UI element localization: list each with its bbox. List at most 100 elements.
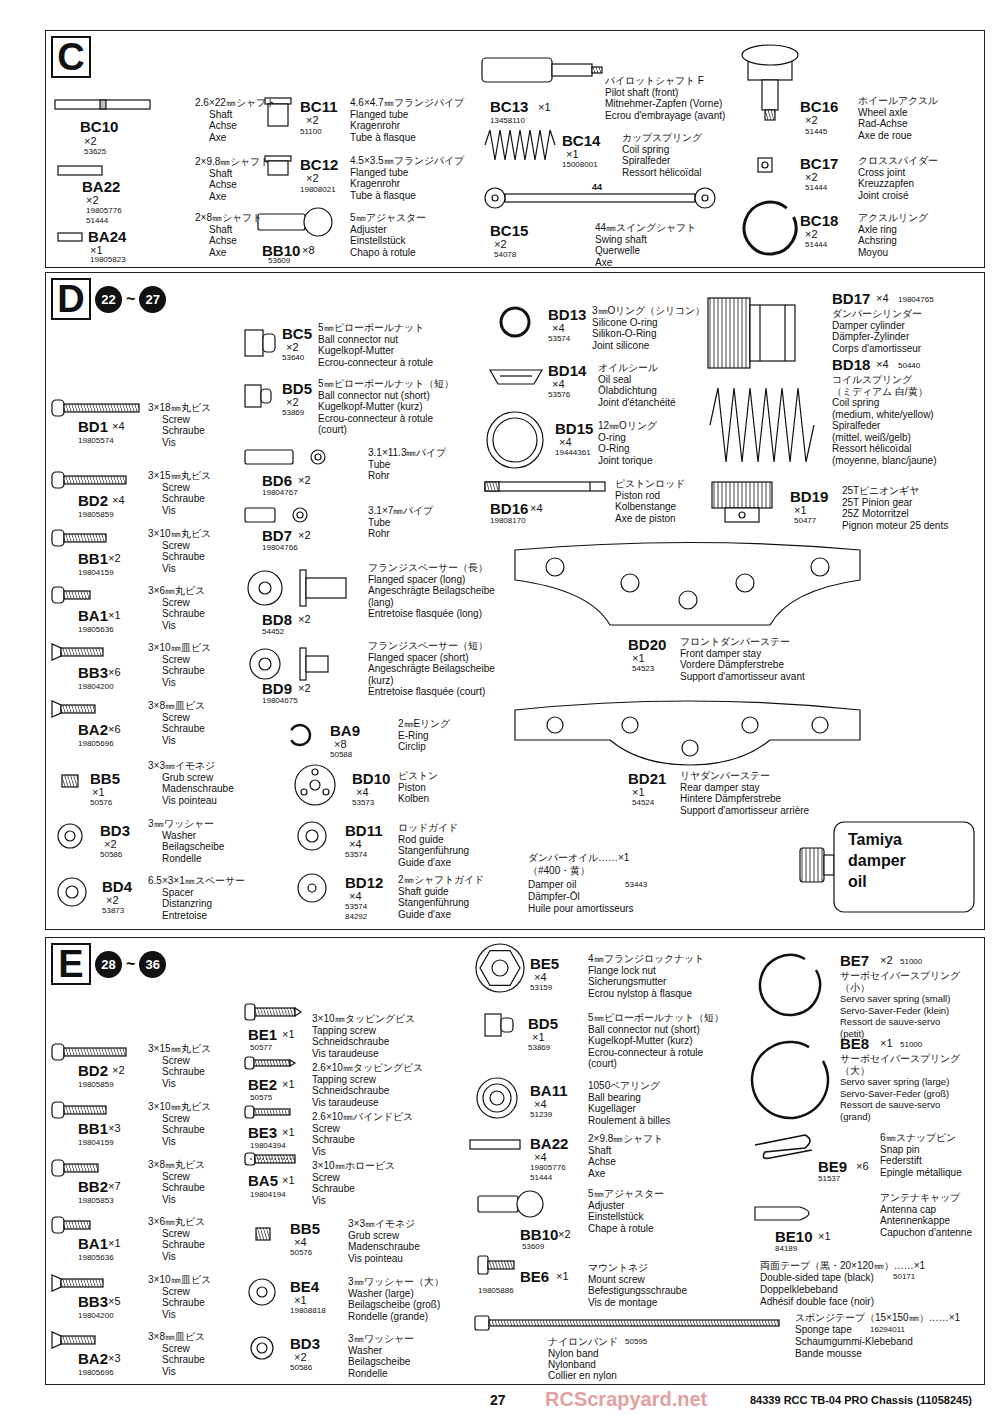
part-description: Axe de roue [858, 130, 1000, 142]
part-number: 19805859 [78, 510, 114, 520]
part-description: Rohr [368, 470, 543, 482]
part-description: クロススパイダー [858, 155, 1000, 167]
bottle-label: Tamiya [848, 830, 902, 849]
part-code: BA22 [82, 178, 120, 195]
quantity: ×2 [558, 1228, 571, 1241]
description-group: ホイールアクスルWheel axleRad-AchseAxe de roue [858, 95, 1000, 141]
description-group: フランジスペーサー（長）Flanged spacer (long)Angesch… [368, 562, 508, 620]
part-code: BC15 [490, 222, 528, 239]
ball-nut-drawing [245, 385, 271, 407]
section-letter: D [51, 278, 91, 320]
damper-stay-drawing [515, 543, 860, 626]
part-description: Vis pointeau [148, 795, 323, 807]
part-description: 5㎜アジャスター [588, 1188, 763, 1200]
part-description: 5㎜アジャスター [350, 212, 525, 224]
part-description: Screw [148, 482, 323, 494]
screw-drawing [52, 1217, 64, 1233]
damper-stay-drawing [515, 701, 860, 765]
part-code: BD6 [262, 472, 292, 489]
tapping-screw-drawing [290, 1060, 295, 1066]
part-number: 19804394 [250, 1141, 286, 1151]
part-number: 13458110 [490, 116, 525, 126]
part-description: ダンパーシリンダー [832, 308, 1000, 320]
part-description: Shaft [195, 109, 370, 121]
part-number: 50575 [250, 1093, 272, 1103]
part-description: 2.6×10㎜タッピングビス [312, 1062, 487, 1074]
part-number: 19805776 [530, 1163, 566, 1173]
quantity: ×2 [286, 396, 299, 409]
part-description: Ball connector nut (short) [318, 390, 493, 402]
quantity: ×2 [805, 114, 818, 127]
grub-screw-drawing [256, 1228, 270, 1240]
part-code: BC16 [800, 98, 838, 115]
description-group: 3×10㎜皿ビスScrewSchraubeVis [148, 1274, 323, 1320]
piston-rod-drawing [485, 482, 499, 491]
part-code: BD21 [628, 770, 666, 787]
o-ring-drawing [487, 412, 543, 468]
description-group: 3㎜Oリング（シリコン）Silicone O-ringSilikon-O-Rin… [592, 305, 767, 351]
part-code: BB2 [78, 1178, 108, 1195]
servo-saver-spring-drawing [752, 1042, 828, 1118]
part-code: BA2 [78, 1350, 108, 1367]
quantity: ×2 [306, 114, 319, 127]
part-description: フランジスペーサー（長） [368, 562, 508, 574]
part-number: 53574 [345, 902, 367, 912]
description-group: オイルシールOil sealÖlabdichtungJoint d'étanch… [598, 362, 773, 408]
quantity: ×4 [534, 971, 547, 984]
part-description: Ball connector nut (short) [588, 1024, 763, 1036]
part-description: Distanzring [148, 898, 323, 910]
screw-drawing [64, 1164, 98, 1172]
flanged-spacer-drawing [306, 578, 346, 598]
description-group: 5㎜ピローボールナット（短）Ball connector nut (short)… [318, 378, 493, 436]
part-number: 19805886 [478, 1286, 514, 1296]
part-description: Screw [148, 712, 323, 724]
part-description: Rondelle [148, 853, 323, 865]
part-description: Rondelle [348, 1368, 523, 1380]
description-group: アクスルリングAxle ringAchsringMoyou [858, 212, 1000, 258]
part-description: Ball connector nut [318, 334, 493, 346]
part-description: Adjuster [588, 1200, 763, 1212]
coil-spring-drawing [710, 388, 814, 462]
part-number: 53869 [528, 1043, 550, 1053]
description-group: 3×15㎜丸ビスScrewSchraubeVis [148, 470, 323, 516]
flanged-spacer-drawing [300, 570, 306, 606]
quantity: ×8 [302, 244, 315, 257]
description-group: 4.5×3.5㎜フランジパイプFlanged tubeKragenrohrTub… [350, 155, 525, 201]
part-description: ホイールアクスル [858, 95, 1000, 107]
step-number: 36 [139, 951, 166, 978]
description-group: パイロットシャフト FPilot shaft (front)Mitnehmer-… [605, 75, 780, 121]
shaft-drawing [470, 1140, 520, 1149]
ball-nut-drawing [245, 330, 263, 356]
part-description: (mittel, weiß/gelb) [832, 432, 1000, 444]
rod-guide-drawing [306, 830, 318, 842]
tube-drawing [297, 512, 303, 518]
part-number: 50586 [290, 1363, 312, 1373]
part-description: Axe [588, 1168, 763, 1180]
description-group: フロントダンパーステーFront damper stayVordere Dämp… [680, 636, 855, 682]
shaft-drawing [58, 166, 102, 175]
part-description: 3×3㎜イモネジ [148, 760, 323, 772]
quantity: ×1 [556, 1270, 569, 1283]
quantity: ×4 [876, 292, 889, 305]
washer-drawing [249, 1279, 275, 1305]
part-description: 3×6㎜丸ビス [148, 1216, 323, 1228]
piston-drawing [310, 780, 320, 790]
quantity: ×2 [298, 474, 311, 487]
part-description: Vis [148, 620, 323, 632]
screw-drawing [52, 530, 106, 546]
note-text: Sponge tape [795, 1324, 852, 1336]
screw-drawing [254, 1109, 290, 1115]
part-description: Shaft guide [398, 886, 573, 898]
description-group: 2×9.8㎜シャフトShaftAchseAxe [195, 156, 370, 202]
screw-drawing [52, 587, 64, 603]
tapping-screw-drawing [245, 1057, 254, 1069]
washer-drawing [58, 824, 82, 848]
part-number: 19805859 [78, 1080, 114, 1090]
tube-drawing [293, 508, 307, 522]
part-description: Joint torique [598, 455, 773, 467]
part-description: 3.1×11.3㎜パイプ [368, 447, 543, 459]
part-description: Antenna cap [880, 1204, 1000, 1216]
part-description: 3×10㎜タッピングビス [312, 1013, 487, 1025]
part-description: Vis pointeau [348, 1253, 523, 1265]
part-code: BB3 [78, 1293, 108, 1310]
